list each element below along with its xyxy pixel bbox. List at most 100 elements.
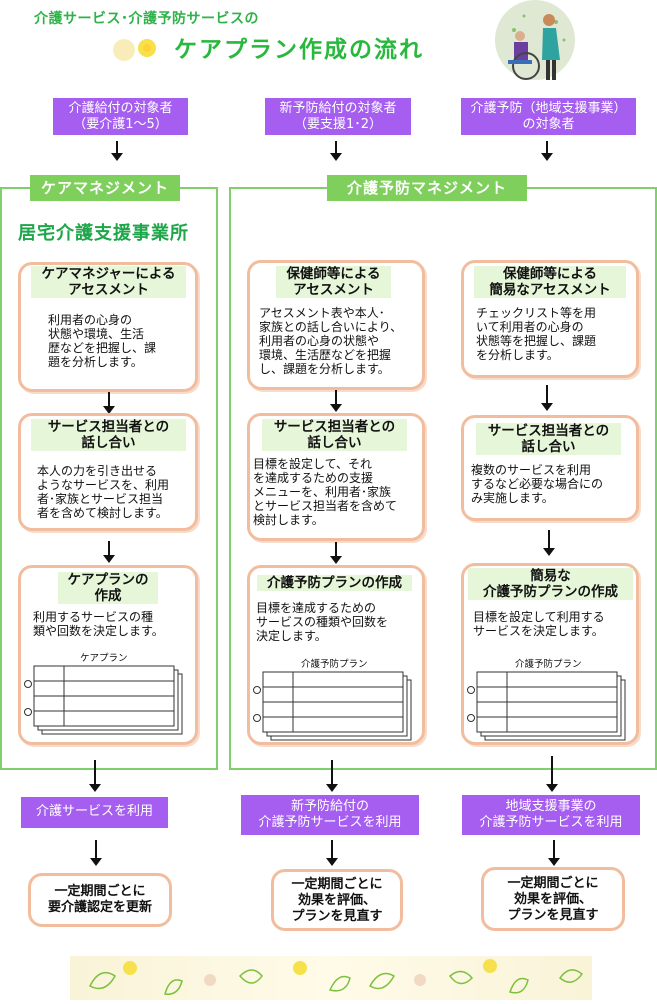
card-label: 保健師等による 簡易なアセスメント xyxy=(474,266,626,298)
card-label: サービス担当者との 話し合い xyxy=(262,419,407,451)
card-label-line: アセスメント xyxy=(293,282,374,298)
target-box-community-support: 介護予防（地域支援事業） の対象者 xyxy=(461,98,636,135)
card-label-line: 保健師等による xyxy=(502,266,598,282)
card-label: サービス担当者との 話し合い xyxy=(476,423,621,455)
card-body-line: 利用するサービスの種 xyxy=(33,610,154,624)
flower-decoration-left xyxy=(104,36,164,64)
page-subtitle: 介護サービス･介護予防サービスの xyxy=(34,11,259,27)
outcome-new-prevention-service: 新予防給付の 介護予防サービスを利用 xyxy=(241,795,419,835)
card-body-line: サービスを決定します。 xyxy=(473,624,604,638)
arrow-down-icon xyxy=(330,390,342,412)
card-label: 簡易な 介護予防プランの作成 xyxy=(468,568,633,600)
arrow-down-icon xyxy=(111,141,123,161)
target-line: （要支援1･2） xyxy=(293,117,383,132)
card-body-line: するなど必要な場合にの xyxy=(471,477,604,491)
card-label-line: サービス担当者との xyxy=(487,423,610,439)
card-body-line: 類や回数を決定します。 xyxy=(33,624,164,638)
final-line: 効果を評価、 xyxy=(513,892,592,907)
card-body-line: 状態や環境、生活 xyxy=(48,327,145,341)
office-title: 居宅介護支援事業所 xyxy=(18,223,189,244)
card-body-line: いて利用者の心身の xyxy=(476,320,584,334)
card-label-line: ケアプランの xyxy=(67,572,149,588)
plan-caption: ケアプラン xyxy=(80,653,128,664)
card-body-line: 検討します。 xyxy=(253,513,324,527)
card-body-line: 題を分析します。 xyxy=(48,355,143,369)
card-label: ケアマネジャーによる アセスメント xyxy=(31,266,186,298)
card-body-line: し、課題を分析します。 xyxy=(259,362,390,376)
card-body-line: 利用者の心身の xyxy=(48,313,133,327)
card-body-line: 目標を設定して、それ xyxy=(253,457,373,471)
arrow-down-icon xyxy=(326,760,338,792)
card-body-line: メニューを、利用者･家族 xyxy=(253,485,392,499)
card-body-line: を達成するための支援 xyxy=(253,471,374,485)
leaf-decoration-strip xyxy=(70,956,592,1000)
card-body-line: とサービス担当者を含めて xyxy=(253,499,398,513)
card-label: 保健師等による アセスメント xyxy=(276,266,391,298)
final-line: プランを見直す xyxy=(291,909,383,924)
target-box-care-benefit: 介護給付の対象者 （要介護1～5） xyxy=(53,98,188,135)
card-body-line: アセスメント表や本人･ xyxy=(259,306,385,320)
final-line: 効果を評価、 xyxy=(297,893,376,908)
card-label: サービス担当者との 話し合い xyxy=(31,419,186,451)
card-body-line: チェックリスト等を用 xyxy=(476,306,597,320)
plan-caption: 介護予防プラン xyxy=(515,659,582,670)
outcome-line: 介護予防サービスを利用 xyxy=(479,815,623,830)
card-body: 利用者の心身の 状態や環境、生活 歴などを把握し、課 題を分析します。 xyxy=(48,313,156,369)
card-body: チェックリスト等を用 いて利用者の心身の 状態等を把握し、課題 を分析します。 xyxy=(476,306,596,362)
card-body: 目標を達成するための サービスの種類や回数を 決定します。 xyxy=(256,601,388,643)
card-body: 目標を設定して利用する サービスを決定します。 xyxy=(473,610,605,638)
caregiver-wheelchair-illustration xyxy=(494,0,576,84)
final-line: プランを見直す xyxy=(507,908,599,923)
arrow-down-icon xyxy=(541,141,553,161)
card-label-line: 話し合い xyxy=(81,435,136,451)
outcome-line: 地域支援事業の xyxy=(505,799,597,814)
card-label-line: 介護予防プランの作成 xyxy=(267,575,402,591)
prevention-management-header: 介護予防マネジメント xyxy=(327,175,527,201)
final-line: 要介護認定を更新 xyxy=(47,900,152,915)
plan-document-icon xyxy=(253,670,415,742)
card-body-line: 環境、生活歴などを把握 xyxy=(259,348,392,362)
card-body: 複数のサービスを利用 するなど必要な場合にの み実施します。 xyxy=(471,463,603,505)
arrow-down-icon xyxy=(330,542,342,564)
target-line: の対象者 xyxy=(522,117,575,132)
care-management-header: ケアマネジメント xyxy=(30,175,180,201)
card-body-line: 状態等を把握し、課題 xyxy=(476,334,597,348)
card-body-line: 目標を設定して利用する xyxy=(473,610,605,624)
target-line: 新予防給付の対象者 xyxy=(279,101,397,116)
card-label-line: 保健師等による xyxy=(286,266,381,282)
plan-document-icon xyxy=(24,664,186,736)
arrow-down-icon xyxy=(103,392,115,414)
card-body: アセスメント表や本人･ 家族との話し合いにより、 利用者の心身の状態や 環境、生… xyxy=(259,306,402,376)
card-body-line: 本人の力を引き出せる xyxy=(37,464,158,478)
target-box-new-prevention-benefit: 新予防給付の対象者 （要支援1･2） xyxy=(265,98,411,135)
card-label-line: 簡易な xyxy=(530,568,571,584)
final-line: 一定期間ごとに xyxy=(291,877,383,892)
card-label-line: 話し合い xyxy=(521,439,576,455)
arrow-down-icon xyxy=(546,756,558,792)
plan-document-icon xyxy=(467,670,633,742)
card-body-line: 決定します。 xyxy=(256,629,327,643)
arrow-down-icon xyxy=(103,541,115,563)
arrow-down-icon xyxy=(543,530,555,556)
outcome-line: 介護サービスを利用 xyxy=(35,804,153,819)
arrow-down-icon xyxy=(330,141,342,161)
card-body-line: ようなサービスを、利用 xyxy=(37,478,170,492)
card-label-line: サービス担当者との xyxy=(47,419,170,435)
card-label-line: 簡易なアセスメント xyxy=(489,282,611,298)
card-body-line: 歴などを把握し、課 xyxy=(48,341,157,355)
final-renew-certification: 一定期間ごとに 要介護認定を更新 xyxy=(28,873,172,927)
final-line: 一定期間ごとに xyxy=(54,884,146,899)
target-line: （要介護1～5） xyxy=(73,117,168,132)
card-body: 本人の力を引き出せる ようなサービスを、利用 者･家族とサービス担当 者を含めて… xyxy=(37,464,169,520)
final-line: 一定期間ごとに xyxy=(507,876,599,891)
card-body-line: 者を含めて検討します。 xyxy=(37,506,168,520)
card-label: ケアプランの 作成 xyxy=(58,572,158,604)
card-body-line: み実施します。 xyxy=(471,491,554,505)
card-body-line: 者･家族とサービス担当 xyxy=(37,492,164,506)
final-review-plan: 一定期間ごとに 効果を評価、 プランを見直す xyxy=(271,869,403,931)
outcome-care-service: 介護サービスを利用 xyxy=(21,797,168,828)
arrow-down-icon xyxy=(326,840,338,866)
card-label-line: アセスメント xyxy=(68,282,149,298)
outcome-community-support-service: 地域支援事業の 介護予防サービスを利用 xyxy=(462,795,640,835)
target-line: 介護給付の対象者 xyxy=(68,101,173,116)
